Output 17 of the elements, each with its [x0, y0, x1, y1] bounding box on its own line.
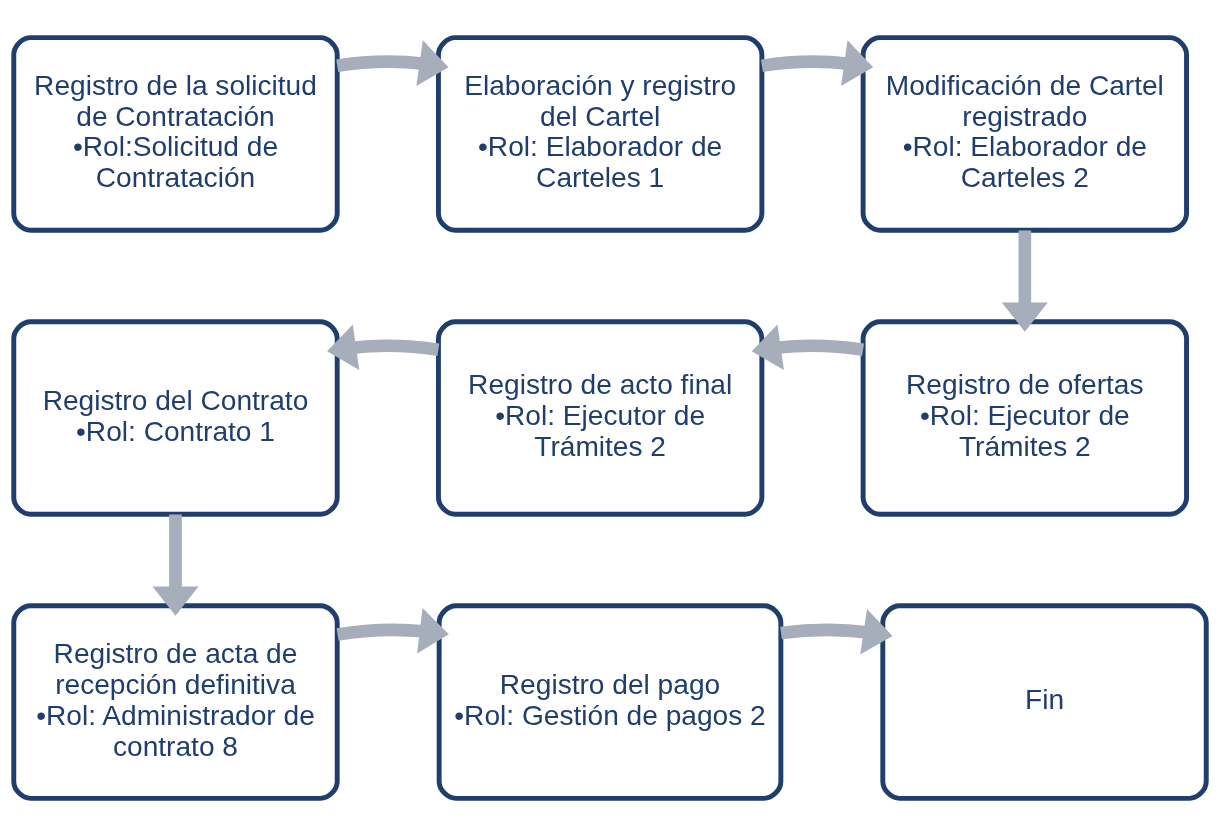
arrow	[336, 607, 449, 654]
arrow	[336, 39, 449, 86]
node-box: Modificación de Cartel registrado •Rol: Elaborador de Carteles 2	[860, 34, 1189, 233]
node-box: Registro del Contrato •Rol: Contrato 1	[11, 318, 340, 517]
node-box: Registro de la solicitud de Contratación •Rol:Solicitud de Contratación	[11, 34, 340, 233]
arrow	[780, 608, 893, 654]
node-box: Registro de acto final •Rol: Ejecutor de Trámites 2	[436, 318, 765, 517]
arrow	[1001, 230, 1048, 332]
node-box: Elaboración y registro del Cartel •Rol: Elaborador de Carteles 1	[436, 34, 765, 233]
arrow	[760, 39, 874, 86]
arrow	[751, 323, 864, 370]
node-box: Registro del pago •Rol: Gestión de pagos 2	[436, 602, 784, 801]
arrow	[152, 514, 199, 616]
node-box: Registro de acta de recepción definitiva •Rol: Administrador de contrato 8	[11, 602, 340, 801]
node-box: Registro de ofertas •Rol: Ejecutor de Trámites 2	[860, 318, 1189, 517]
node-box: Fin	[880, 602, 1209, 801]
arrow	[327, 323, 440, 370]
